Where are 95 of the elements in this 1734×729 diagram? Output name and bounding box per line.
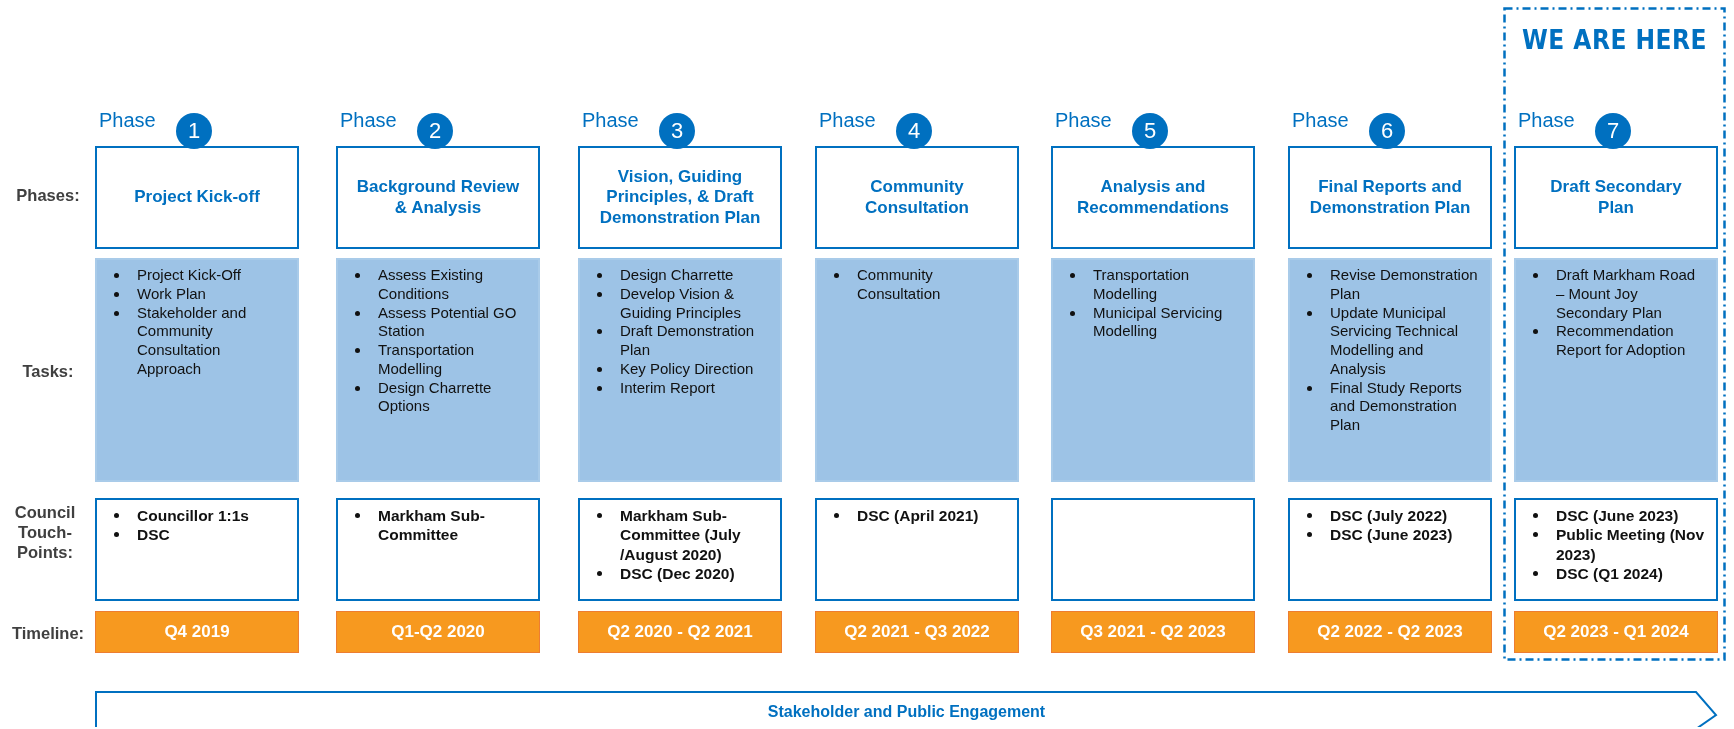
phase-number-badge: 6 xyxy=(1369,113,1405,149)
phase-title: Final Reports and Demonstration Plan xyxy=(1308,177,1472,218)
phase-box xyxy=(1051,146,1255,249)
phase-box xyxy=(336,146,540,249)
phase-title: Analysis and Recommendations xyxy=(1075,177,1231,218)
phase-box xyxy=(95,146,299,249)
timeline-bar xyxy=(1051,611,1255,653)
phase-number-badge: 4 xyxy=(896,113,932,149)
phase-box xyxy=(1514,146,1718,249)
timeline-label: Q2 2020 - Q2 2021 xyxy=(607,622,753,642)
bullet-item: Key Policy Direction xyxy=(620,359,754,379)
timeline-bar xyxy=(815,611,1019,653)
tasks-panel xyxy=(95,258,299,482)
bullet-item: Stakeholder and Community Consultation Approach xyxy=(137,303,248,379)
bullet-item: Recommendation Report for Adoption xyxy=(1556,322,1687,360)
timeline-bar xyxy=(578,611,782,653)
phase-box xyxy=(1288,146,1492,249)
touchpoints-box xyxy=(1288,498,1492,601)
timeline-label: Q2 2022 - Q2 2023 xyxy=(1317,622,1463,642)
touchpoints-box xyxy=(815,498,1019,601)
touchpoints-box xyxy=(578,498,782,601)
bullet-item: Design Charrette Options xyxy=(378,378,493,416)
phase-number-badge: 2 xyxy=(417,113,453,149)
phase-label: Phase xyxy=(1518,109,1575,132)
phase-title: Draft Secondary Plan xyxy=(1549,177,1683,218)
frame-title: WE ARE HERE xyxy=(1520,25,1709,55)
bullet-item: Assess Existing Conditions xyxy=(378,266,485,304)
current-phase-frame xyxy=(1503,7,1726,661)
bullet-item: DSC (April 2021) xyxy=(857,506,979,526)
phase-number-badge: 5 xyxy=(1132,113,1168,149)
row-label: Phases: xyxy=(15,186,81,206)
bullet-item: Markham Sub-Committee (July /August 2020) xyxy=(620,506,742,565)
timeline-label: Q2 2021 - Q3 2022 xyxy=(844,622,990,642)
timeline-bar xyxy=(1288,611,1492,653)
timeline-bar xyxy=(336,611,540,653)
empty-box xyxy=(1051,498,1255,601)
phase-number-badge: 7 xyxy=(1595,113,1631,149)
touchpoints-box xyxy=(1514,498,1718,601)
phase-label: Phase xyxy=(340,109,397,132)
bullet-item: Draft Demonstration Plan xyxy=(620,322,756,360)
bullet-item: Draft Markham Road – Mount Joy Secondary Plan xyxy=(1556,266,1697,323)
phase-number-badge: 1 xyxy=(176,113,212,149)
phase-label: Phase xyxy=(1292,109,1349,132)
tasks-panel xyxy=(815,258,1019,482)
tasks-panel xyxy=(1288,258,1492,482)
tasks-panel xyxy=(578,258,782,482)
bullet-item: DSC xyxy=(137,525,170,545)
phase-title: Project Kick-off xyxy=(134,187,260,208)
bullet-item: Project Kick-Off xyxy=(137,266,241,285)
bullet-item: DSC (July 2022) xyxy=(1330,506,1448,526)
phase-title: Vision, Guiding Principles, & Draft Demonstration Plan xyxy=(598,166,762,229)
row-label: Timeline: xyxy=(10,624,86,644)
bullet-item: Assess Potential GO Station xyxy=(378,303,518,341)
bullet-item: Develop Vision & Guiding Principles xyxy=(620,284,742,323)
bullet-item: Public Meeting (Nov 2023) xyxy=(1556,525,1706,565)
engagement-arrow-band xyxy=(95,691,1718,727)
row-label: Tasks: xyxy=(21,362,75,382)
phase-title: Community Consultation xyxy=(864,177,970,218)
timeline-label: Q3 2021 - Q2 2023 xyxy=(1080,622,1226,642)
tasks-panel xyxy=(1051,258,1255,482)
bullet-item: DSC (Q1 2024) xyxy=(1556,564,1663,584)
timeline-label: Q2 2023 - Q1 2024 xyxy=(1543,622,1689,642)
bullet-item: Municipal Servicing Modelling xyxy=(1093,303,1224,341)
bullet-item: Transportation Modelling xyxy=(1093,266,1191,304)
bullet-item: Community Consultation xyxy=(857,266,942,304)
phase-label: Phase xyxy=(819,109,876,132)
row-label: Council Touch-Points: xyxy=(13,503,77,563)
bullet-item: Work Plan xyxy=(137,284,206,304)
bullet-item: Revise Demonstration Plan xyxy=(1330,266,1478,304)
phase-label: Phase xyxy=(1055,109,1112,132)
phase-number-badge: 3 xyxy=(659,113,695,149)
timeline-label: Q1-Q2 2020 xyxy=(391,622,485,642)
band-label: Stakeholder and Public Engagement xyxy=(767,703,1046,721)
phase-box xyxy=(578,146,782,249)
bullet-item: DSC (June 2023) xyxy=(1330,525,1453,545)
phase-title: Background Review & Analysis xyxy=(355,177,521,218)
timeline-bar xyxy=(95,611,299,653)
bullet-item: Final Study Reports and Demonstration Plan xyxy=(1330,378,1463,435)
bullet-item: Transportation Modelling xyxy=(378,341,476,379)
bullet-item: Markham Sub-Committee xyxy=(378,506,486,545)
bullet-item: DSC (June 2023) xyxy=(1556,506,1679,526)
bullet-item: Update Municipal Servicing Technical Modelling and Analysis xyxy=(1330,303,1460,379)
phase-box xyxy=(815,146,1019,249)
timeline-label: Q4 2019 xyxy=(164,622,230,642)
timeline-bar xyxy=(1514,611,1718,653)
bullet-item: DSC (Dec 2020) xyxy=(620,564,735,584)
touchpoints-box xyxy=(95,498,299,601)
tasks-panel xyxy=(1514,258,1718,482)
tasks-panel xyxy=(336,258,540,482)
bullet-item: Councillor 1:1s xyxy=(137,506,249,526)
bullet-item: Design Charrette xyxy=(620,266,734,285)
bullet-item: Interim Report xyxy=(620,378,716,398)
touchpoints-box xyxy=(336,498,540,601)
phase-label: Phase xyxy=(582,109,639,132)
phase-label: Phase xyxy=(99,109,156,132)
